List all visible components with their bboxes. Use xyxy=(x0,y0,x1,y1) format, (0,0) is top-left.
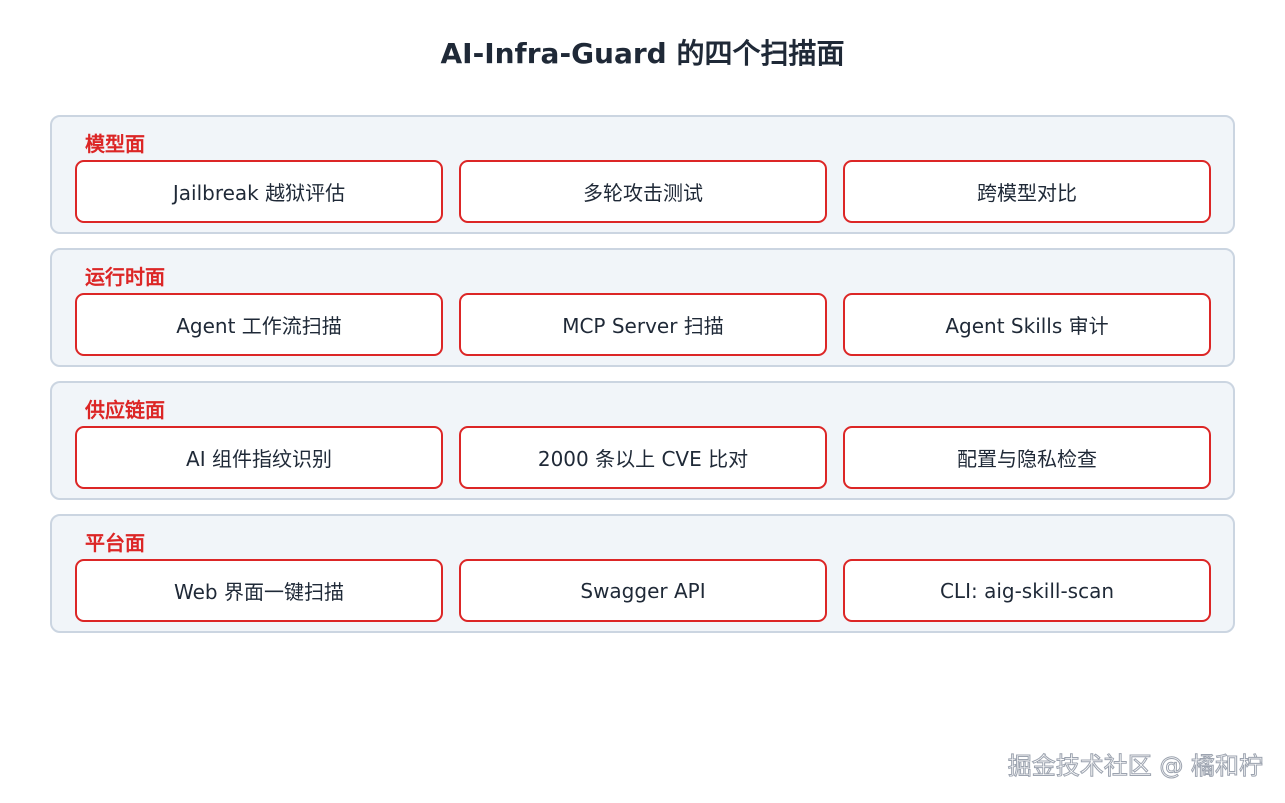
item-box: Swagger API xyxy=(459,559,827,622)
section-model-surface: 模型面 Jailbreak 越狱评估 多轮攻击测试 跨模型对比 xyxy=(50,115,1235,234)
item-box: 跨模型对比 xyxy=(843,160,1211,223)
item-box: 2000 条以上 CVE 比对 xyxy=(459,426,827,489)
watermark: 掘金技术社区 @ 橘和柠 xyxy=(1007,752,1263,781)
diagram-title: AI-Infra-Guard 的四个扫描面 xyxy=(440,37,845,70)
item-box: 配置与隐私检查 xyxy=(843,426,1211,489)
item-box: CLI: aig-skill-scan xyxy=(843,559,1211,622)
section-label: 运行时面 xyxy=(85,265,165,289)
section-label: 供应链面 xyxy=(85,398,165,422)
item-box: Agent 工作流扫描 xyxy=(75,293,443,356)
item-box: AI 组件指纹识别 xyxy=(75,426,443,489)
section-label: 平台面 xyxy=(85,531,145,555)
item-box: MCP Server 扫描 xyxy=(459,293,827,356)
item-box: 多轮攻击测试 xyxy=(459,160,827,223)
section-runtime-surface: 运行时面 Agent 工作流扫描 MCP Server 扫描 Agent Ski… xyxy=(50,248,1235,367)
section-supply-chain-surface: 供应链面 AI 组件指纹识别 2000 条以上 CVE 比对 配置与隐私检查 xyxy=(50,381,1235,500)
item-box: Jailbreak 越狱评估 xyxy=(75,160,443,223)
item-box: Agent Skills 审计 xyxy=(843,293,1211,356)
item-box: Web 界面一键扫描 xyxy=(75,559,443,622)
section-platform-surface: 平台面 Web 界面一键扫描 Swagger API CLI: aig-skil… xyxy=(50,514,1235,633)
section-label: 模型面 xyxy=(85,132,145,156)
